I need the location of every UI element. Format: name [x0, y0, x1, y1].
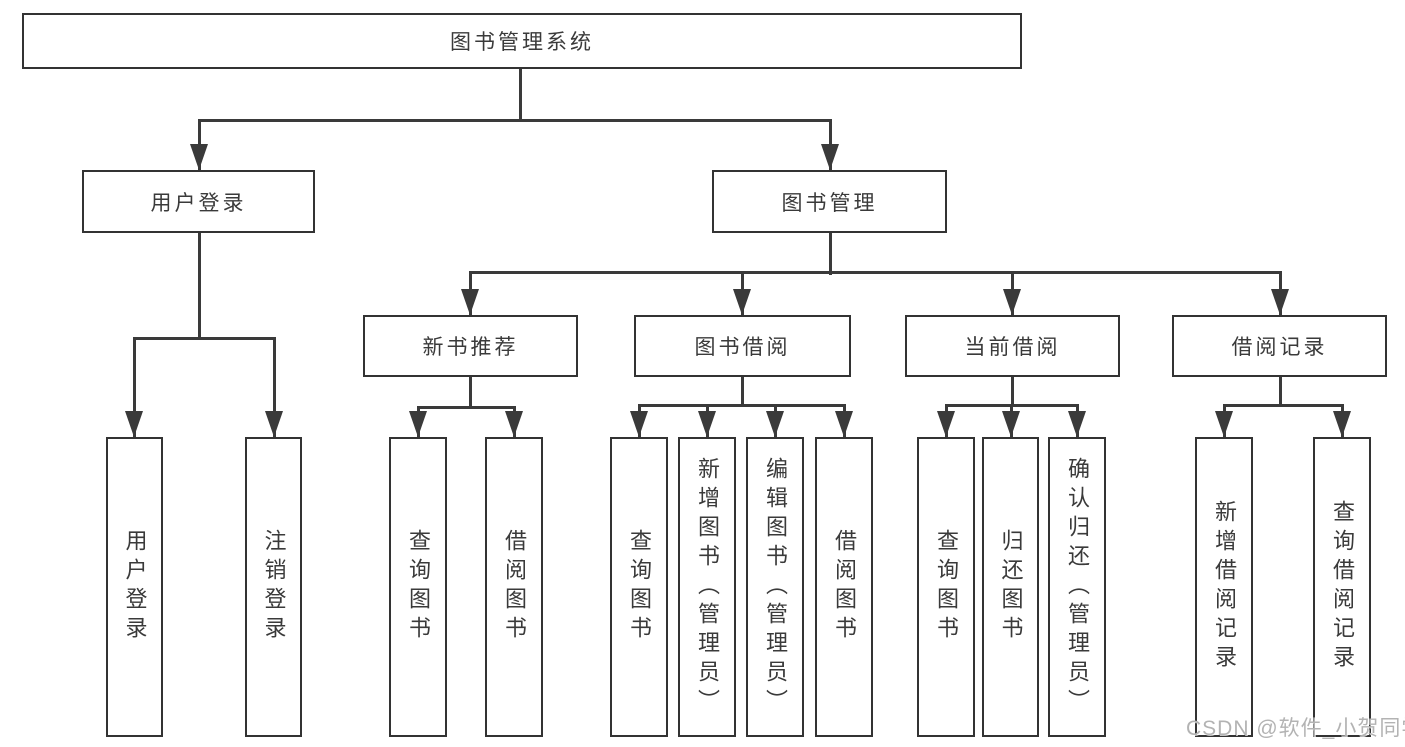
- leaf-add-borrow-record: 新增借阅记录: [1195, 437, 1253, 737]
- node-label: 图书管理系统: [450, 31, 594, 54]
- connector-line: [469, 377, 472, 409]
- node-label: 查询借阅记录: [1330, 500, 1355, 674]
- leaf-borrow-books-recommend: 借阅图书: [485, 437, 543, 737]
- arrowhead-down-icon: [1271, 289, 1289, 315]
- node-book-management: 图书管理: [712, 170, 947, 233]
- node-label: 当前借阅: [964, 336, 1061, 359]
- node-new-book-recommend: 新书推荐: [363, 315, 578, 377]
- connector-line: [1279, 377, 1282, 407]
- arrowhead-down-icon: [505, 411, 523, 437]
- node-label: 新增借阅记录: [1212, 500, 1237, 674]
- node-label: 用户登录: [122, 529, 148, 645]
- node-label: 新增图书（管理员）: [695, 456, 720, 718]
- connector-line: [133, 338, 136, 437]
- arrowhead-down-icon: [265, 411, 283, 437]
- connector-line: [1011, 377, 1014, 407]
- arrowhead-down-icon: [1003, 289, 1021, 315]
- node-label: 借阅图书: [832, 529, 857, 645]
- leaf-return-books: 归还图书: [982, 437, 1039, 737]
- connector-line: [1223, 404, 1344, 407]
- node-label: 查询图书: [934, 529, 959, 645]
- leaf-user-login: 用户登录: [106, 437, 163, 737]
- node-label: 查询图书: [406, 529, 431, 645]
- node-label: 确认归还（管理员）: [1065, 456, 1090, 718]
- leaf-confirm-return-admin: 确认归还（管理员）: [1048, 437, 1106, 737]
- leaf-edit-books-admin: 编辑图书（管理员）: [746, 437, 804, 737]
- leaf-borrow-books: 借阅图书: [815, 437, 873, 737]
- leaf-query-books-current: 查询图书: [917, 437, 975, 737]
- arrowhead-down-icon: [821, 144, 839, 170]
- node-label: 用户登录: [150, 191, 247, 215]
- connector-line: [417, 406, 516, 409]
- node-label: 新书推荐: [422, 336, 519, 359]
- connector-line: [198, 233, 201, 340]
- node-label: 归还图书: [998, 529, 1024, 645]
- leaf-query-borrow-record: 查询借阅记录: [1313, 437, 1371, 737]
- node-label: 图书管理: [781, 191, 878, 215]
- arrowhead-down-icon: [630, 411, 648, 437]
- arrowhead-down-icon: [1215, 411, 1233, 437]
- node-label: 查询图书: [627, 529, 652, 645]
- node-label: 借阅图书: [502, 529, 527, 645]
- node-label: 注销登录: [261, 529, 287, 645]
- leaf-query-books-recommend: 查询图书: [389, 437, 447, 737]
- connector-line: [829, 233, 832, 275]
- leaf-add-books-admin: 新增图书（管理员）: [678, 437, 736, 737]
- connector-line: [519, 69, 522, 121]
- arrowhead-down-icon: [1068, 411, 1086, 437]
- arrowhead-down-icon: [461, 289, 479, 315]
- csdn-watermark: CSDN @软件_小贺同学: [1186, 717, 1405, 740]
- arrowhead-down-icon: [190, 144, 208, 170]
- node-book-borrowing: 图书借阅: [634, 315, 851, 377]
- node-user-login: 用户登录: [82, 170, 315, 233]
- arrowhead-down-icon: [937, 411, 955, 437]
- arrowhead-down-icon: [1333, 411, 1351, 437]
- node-label: 编辑图书（管理员）: [763, 456, 788, 718]
- arrowhead-down-icon: [698, 411, 716, 437]
- node-library-management-system: 图书管理系统: [22, 13, 1022, 69]
- connector-line: [133, 337, 276, 340]
- node-label: 借阅记录: [1231, 336, 1328, 359]
- node-borrowing-records: 借阅记录: [1172, 315, 1387, 377]
- connector-line: [638, 404, 846, 407]
- connector-line: [741, 377, 744, 407]
- arrowhead-down-icon: [409, 411, 427, 437]
- arrowhead-down-icon: [733, 289, 751, 315]
- connector-line: [198, 119, 832, 122]
- node-current-borrowing: 当前借阅: [905, 315, 1120, 377]
- leaf-logout: 注销登录: [245, 437, 302, 737]
- connector-line: [469, 271, 1282, 274]
- node-label: 图书借阅: [694, 336, 791, 359]
- arrowhead-down-icon: [766, 411, 784, 437]
- leaf-query-books-borrowing: 查询图书: [610, 437, 668, 737]
- arrowhead-down-icon: [835, 411, 853, 437]
- arrowhead-down-icon: [125, 411, 143, 437]
- arrowhead-down-icon: [1002, 411, 1020, 437]
- connector-line: [273, 338, 276, 437]
